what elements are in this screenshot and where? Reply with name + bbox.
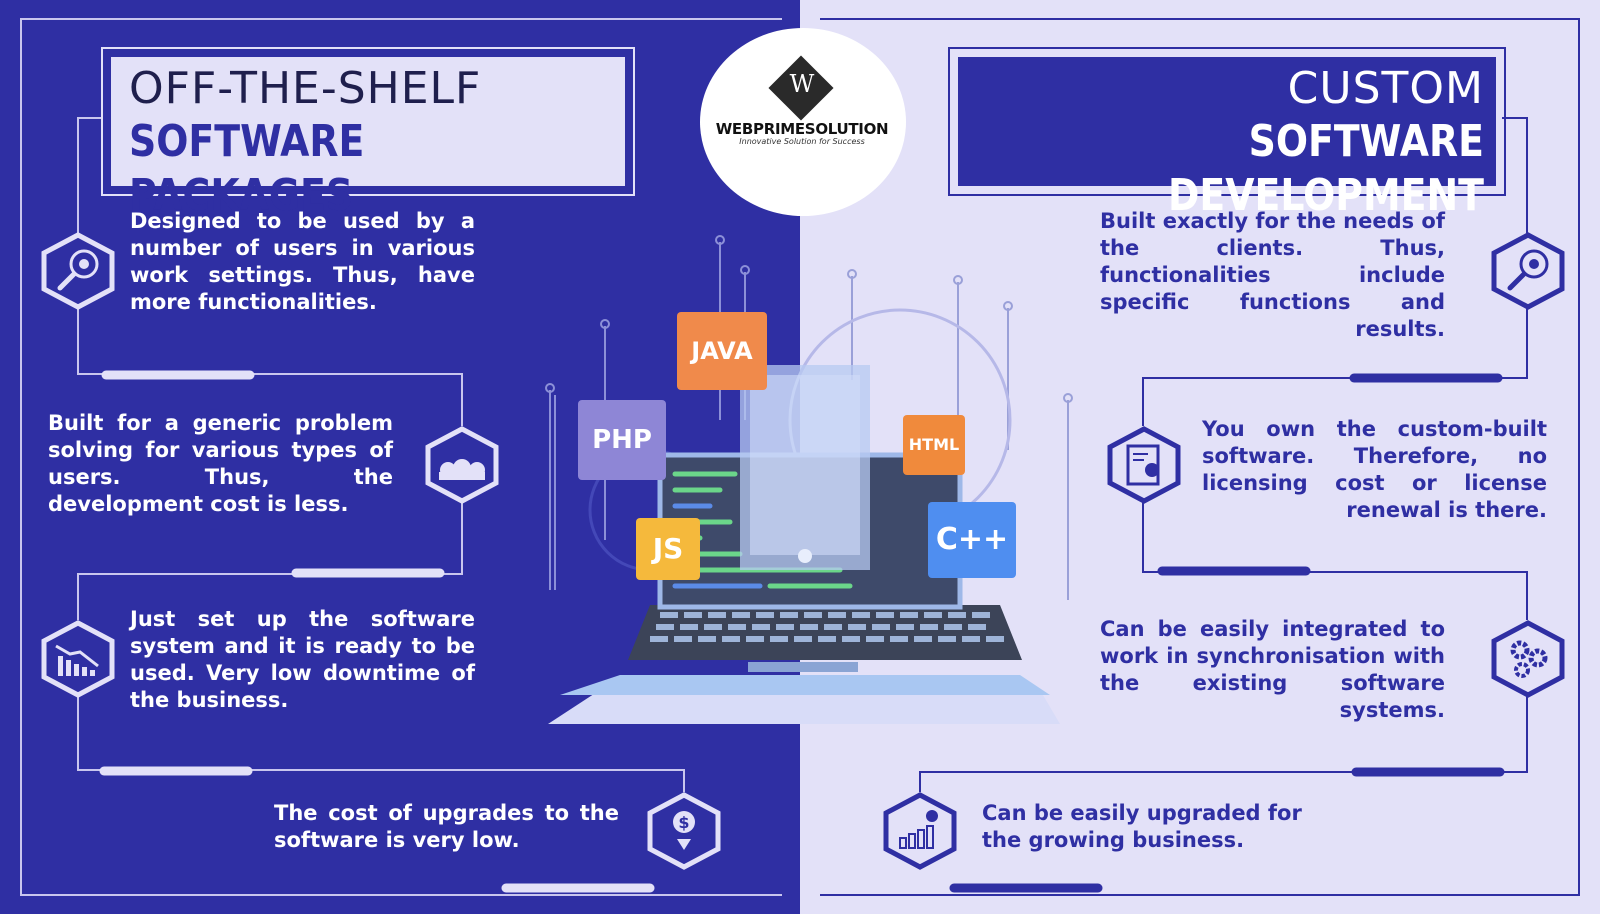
right-point-4: Can be easily upgraded for the growing b… (982, 801, 1302, 852)
right-title-line2: SOFTWARE DEVELOPMENT (1167, 116, 1484, 221)
left-title-line2: SOFTWARE PACKAGES (129, 116, 365, 221)
right-point-1: Built exactly for the needs of the clien… (1100, 209, 1445, 341)
right-point-3: Can be easily integrated to work in sync… (1100, 617, 1445, 722)
java-label: JAVA (677, 312, 767, 390)
logo-name: WEBPRIMESOLUTION (715, 120, 889, 138)
html-label: HTML (903, 415, 965, 475)
php-label: PHP (578, 400, 666, 480)
svg-text:$: $ (678, 813, 689, 832)
declining-chart-icon (41, 620, 115, 698)
gears-icon (1491, 620, 1565, 698)
cpp-label: C++ (928, 502, 1016, 578)
magnifier-gear-icon (1491, 232, 1565, 310)
left-point-4: The cost of upgrades to the software is … (274, 801, 619, 852)
left-title-box: OFF-THE-SHELF SOFTWARE PACKAGES (101, 47, 635, 221)
left-point-2: Built for a generic problem solving for … (48, 411, 393, 516)
right-title-line1: CUSTOM (1287, 63, 1484, 114)
right-title-box: CUSTOM SOFTWARE DEVELOPMENT (948, 47, 1506, 221)
growth-chart-icon (883, 792, 957, 870)
certificate-icon (1107, 426, 1181, 504)
logo-tagline: Innovative Solution for Success (739, 137, 865, 146)
magnifier-gear-icon (41, 232, 115, 310)
logo-letter: W (789, 70, 815, 98)
left-point-1: Designed to be used by a number of users… (130, 209, 475, 314)
js-label: JS (636, 518, 700, 580)
money-bags-icon (425, 426, 499, 504)
left-frame-border (20, 18, 782, 896)
right-point-2: You own the custom-built software. There… (1202, 417, 1547, 522)
dollar-down-icon: $ (647, 792, 721, 870)
right-frame-border (820, 18, 1580, 896)
left-title-line1: OFF-THE-SHELF (129, 63, 482, 114)
left-point-3: Just set up the software system and it i… (130, 607, 475, 712)
